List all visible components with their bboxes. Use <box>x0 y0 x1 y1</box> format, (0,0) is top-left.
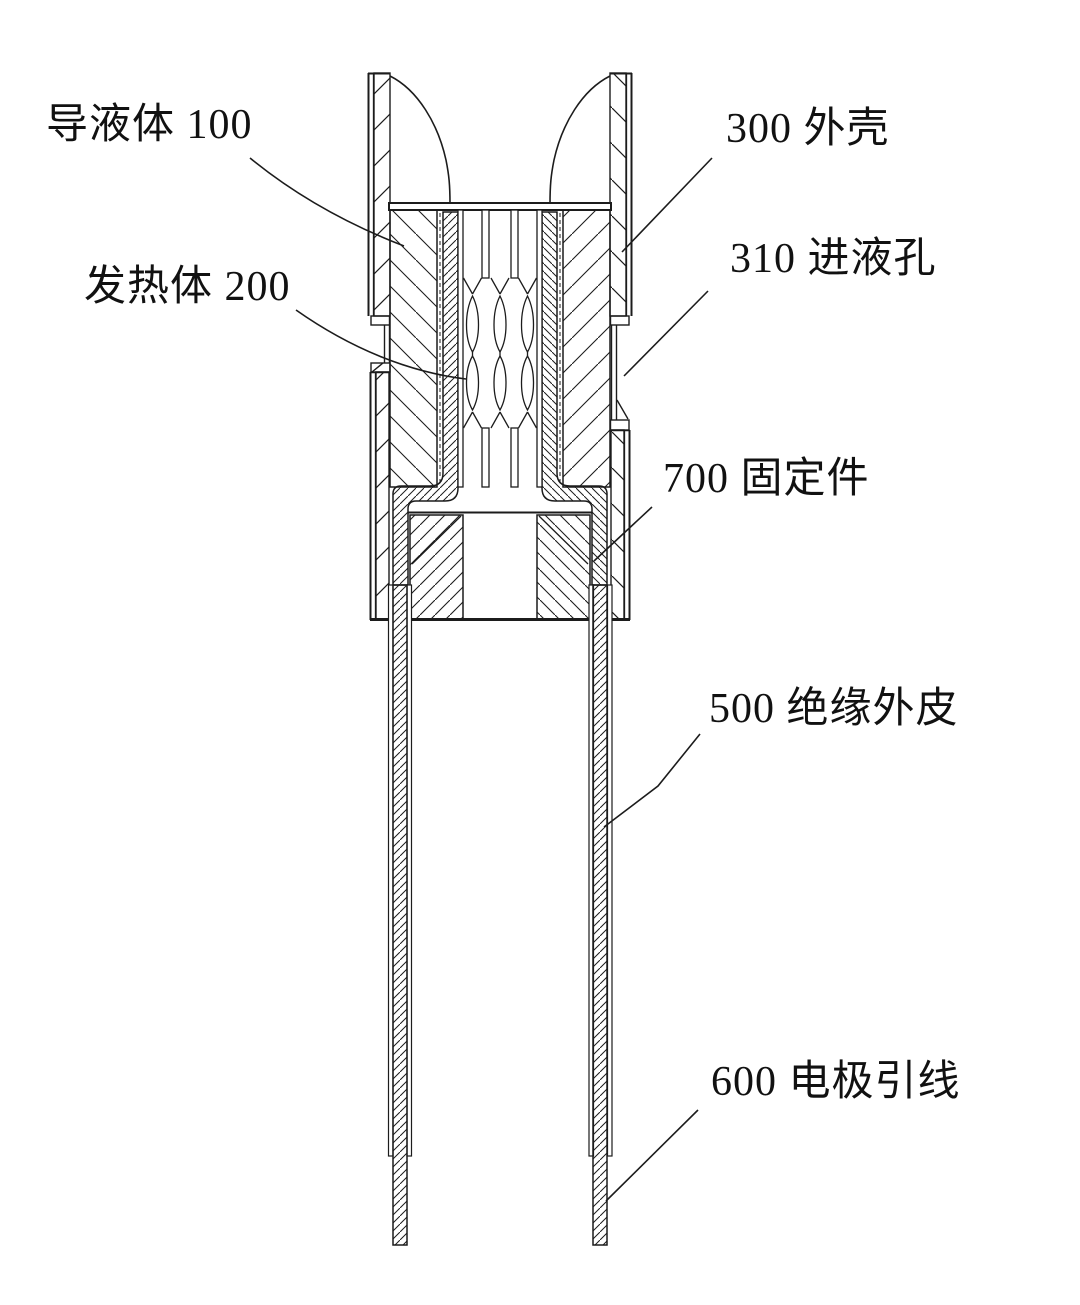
funnel-curve-right <box>549 75 611 205</box>
liquid-conductor-left <box>389 209 438 488</box>
leader-500 <box>603 733 701 828</box>
base-block-right <box>536 514 591 620</box>
label-electrode-lead-600: 600 电极引线 <box>711 1059 961 1105</box>
leader-310 <box>623 290 709 377</box>
liquid-conductor-right <box>562 209 611 488</box>
leader-600 <box>605 1109 699 1202</box>
shell-upper-right-wall <box>609 72 627 317</box>
lead-core-right <box>592 584 608 1246</box>
label-liquid-conductor-100: 导液体 100 <box>46 102 253 148</box>
label-insulating-sheath-500: 500 绝缘外皮 <box>709 686 959 732</box>
leader-200 <box>295 309 467 380</box>
sheath-right-outer <box>606 584 613 1157</box>
base-block-left <box>409 514 464 620</box>
label-fixing-piece-700: 700 固定件 <box>663 456 870 502</box>
shell-lower-left-wall <box>375 371 390 621</box>
top-plate <box>388 202 612 211</box>
leader-700 <box>593 506 653 562</box>
leader-100 <box>249 157 405 247</box>
shell-upper-left-wall <box>373 72 391 317</box>
label-heating-element-200: 发热体 200 <box>84 264 291 310</box>
heating-element-mesh <box>457 209 543 488</box>
mesh-chain-center <box>490 277 510 429</box>
funnel-curve-left <box>389 75 451 205</box>
mesh-chain-right <box>517 277 538 429</box>
label-shell-300: 300 外壳 <box>726 106 890 152</box>
mesh-chain-left <box>462 277 483 429</box>
lead-core-left <box>392 584 408 1246</box>
electrode-lead-left <box>387 584 413 1246</box>
shell-lower-right-wall <box>610 429 625 621</box>
shell-left-waist <box>370 315 391 373</box>
leader-300 <box>621 157 713 253</box>
leader-lines <box>249 157 713 1202</box>
electrode-lead-right <box>588 584 613 1246</box>
liquid-conductor <box>389 209 611 488</box>
label-liquid-inlet-310: 310 进液孔 <box>730 236 937 282</box>
base-block <box>408 511 592 620</box>
